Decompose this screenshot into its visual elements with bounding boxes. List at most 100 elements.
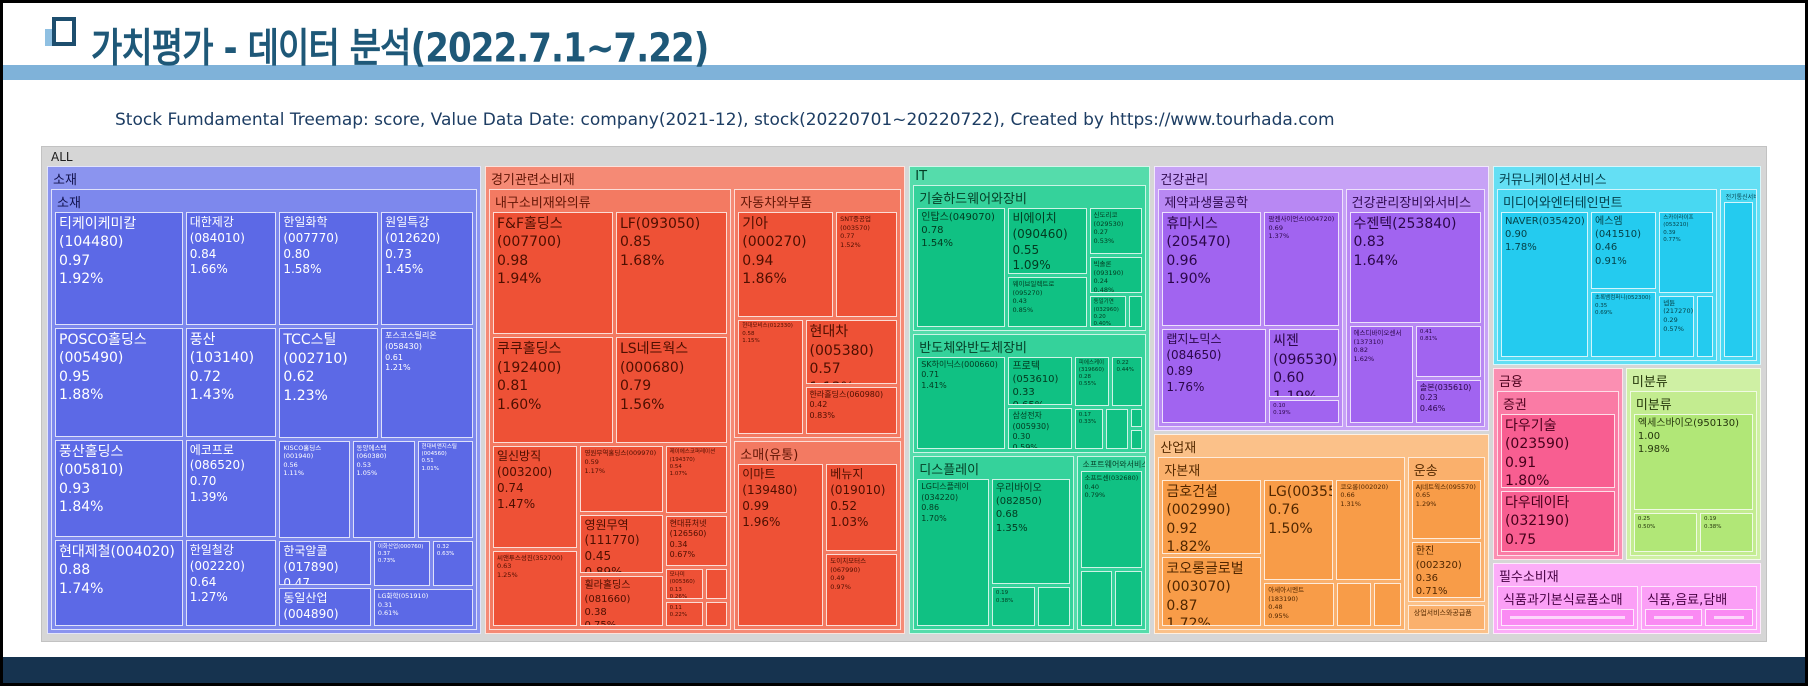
treemap-cell[interactable] <box>1038 587 1070 626</box>
treemap-cell[interactable] <box>1130 430 1143 449</box>
treemap-cell[interactable] <box>1106 408 1128 449</box>
treemap-cell[interactable] <box>1337 583 1371 626</box>
treemap-cell[interactable]: 다우데이타(032190)0.751.49% <box>1500 490 1615 553</box>
treemap-cell[interactable]: 씨젠(096530)0.601.19% <box>1269 329 1339 397</box>
treemap-group[interactable]: 식품,음료,담배 <box>1641 586 1758 630</box>
treemap-cell[interactable]: 동일산업(004890)0.440.87% <box>279 588 371 626</box>
treemap-cell[interactable]: LG(003550)0.761.50% <box>1264 479 1334 581</box>
treemap-cell[interactable] <box>1080 570 1113 626</box>
treemap-cell[interactable] <box>705 569 728 600</box>
treemap-cell[interactable] <box>1128 296 1143 327</box>
treemap-cell[interactable] <box>1645 609 1703 626</box>
treemap-cell[interactable] <box>1705 609 1754 626</box>
treemap-cell[interactable]: 프로텍(053610)0.330.65% <box>1008 356 1072 406</box>
treemap-cell[interactable] <box>1130 408 1143 428</box>
treemap-cell[interactable] <box>1723 202 1754 357</box>
treemap-cell[interactable]: 현대차(005380)0.571.13% <box>805 320 898 384</box>
treemap-cell[interactable]: 한국알콜(017890)0.470.93% <box>279 540 371 586</box>
treemap-cell[interactable] <box>1697 295 1713 357</box>
treemap-cell[interactable] <box>705 602 728 627</box>
treemap-cell[interactable] <box>1373 583 1401 626</box>
